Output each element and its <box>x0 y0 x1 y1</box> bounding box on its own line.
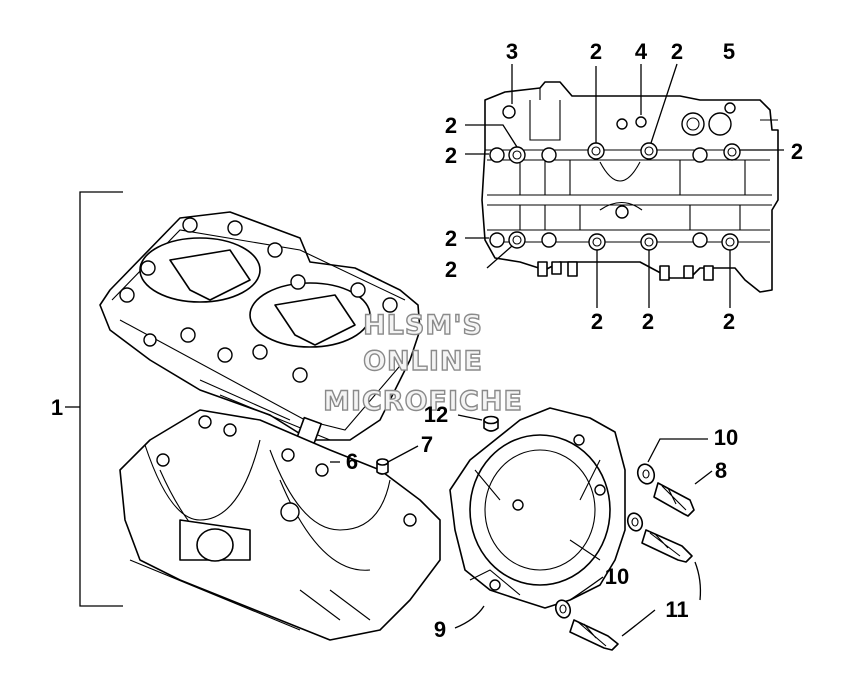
callout-2-bottom-a: 2 <box>591 309 603 334</box>
callout-2-bottom-c: 2 <box>723 309 735 334</box>
callout-2-right: 2 <box>791 139 803 164</box>
callout-labels: 1 3 2 4 2 5 2 2 2 2 2 2 2 2 6 7 12 10 8 … <box>51 39 803 642</box>
callout-7: 7 <box>421 432 433 457</box>
callout-2-left-d: 2 <box>445 257 457 282</box>
callout-12: 12 <box>424 402 448 427</box>
watermark-line1: HLSM'S <box>363 310 483 341</box>
watermark: HLSM'S ONLINE MICROFICHE <box>322 309 523 417</box>
callout-2-left-c: 2 <box>445 226 457 251</box>
callout-4: 4 <box>635 39 648 64</box>
callout-2-top-b: 2 <box>671 39 683 64</box>
callout-2-left-b: 2 <box>445 143 457 168</box>
callout-6: 6 <box>346 449 358 474</box>
upper-crankcase <box>99 211 421 446</box>
callout-2-top-a: 2 <box>590 39 602 64</box>
callout-9: 9 <box>434 617 446 642</box>
bolt-pattern-inset <box>481 81 779 293</box>
watermark-line3: MICROFICHE <box>323 386 523 417</box>
callout-1: 1 <box>51 395 63 420</box>
dowel-pins <box>376 415 499 475</box>
callout-10-lower: 10 <box>605 564 629 589</box>
callout-3: 3 <box>506 39 518 64</box>
callout-11: 11 <box>665 597 688 622</box>
inset-leader-lines <box>465 63 784 308</box>
callout-8: 8 <box>715 458 727 483</box>
leader-lines <box>330 414 713 637</box>
callout-5: 5 <box>723 39 735 64</box>
lower-crankcase <box>119 409 441 641</box>
side-housing <box>449 407 626 609</box>
callout-2-bottom-b: 2 <box>642 309 654 334</box>
callout-10-upper: 10 <box>714 425 738 450</box>
watermark-line2: ONLINE <box>363 346 483 377</box>
assembly-bracket <box>65 191 123 607</box>
callout-2-left-a: 2 <box>445 113 457 138</box>
fasteners <box>554 463 695 651</box>
